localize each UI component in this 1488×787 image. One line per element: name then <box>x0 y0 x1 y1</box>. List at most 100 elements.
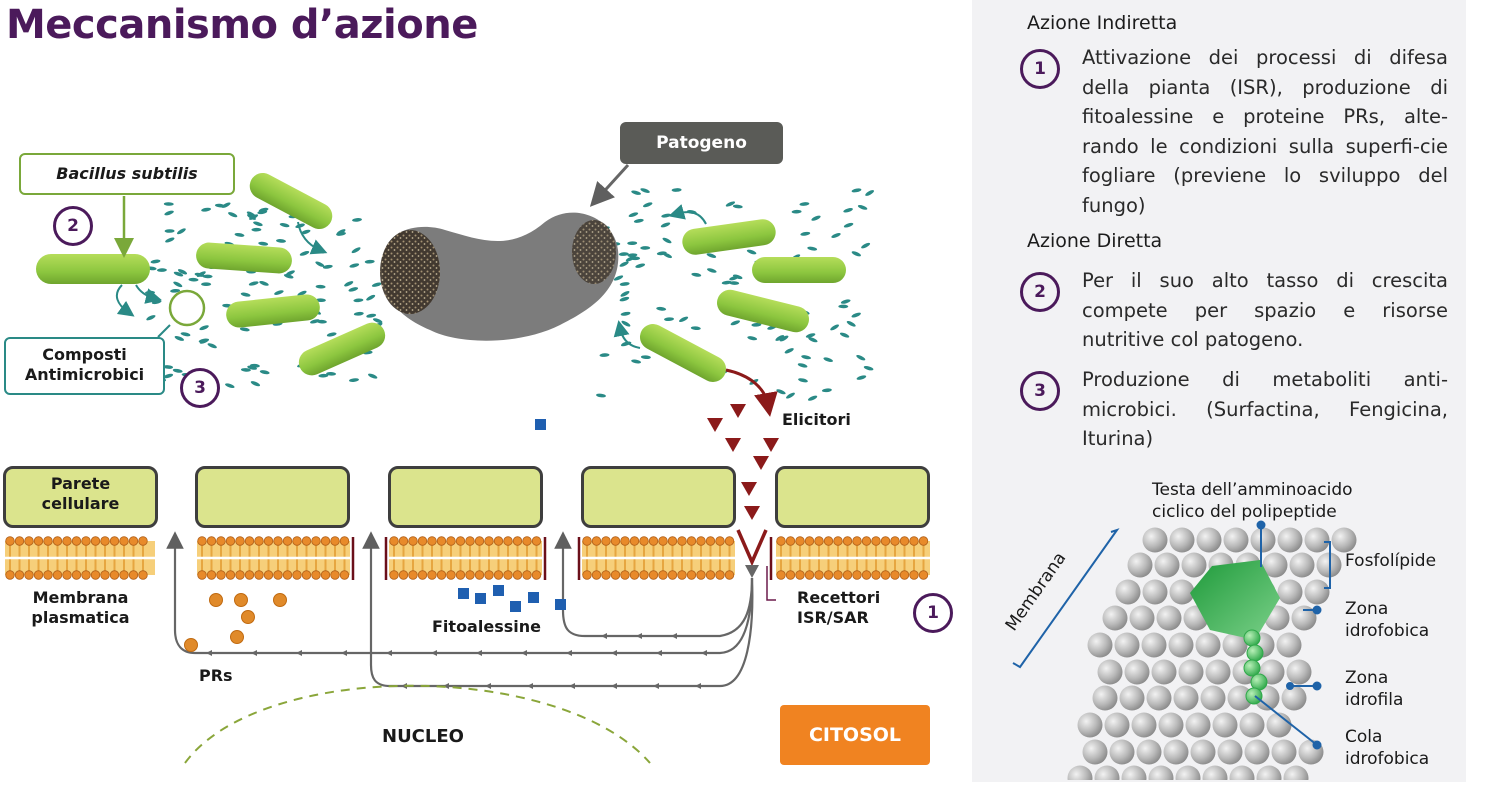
membrane-bilayer <box>776 536 930 580</box>
compound-dash <box>664 317 674 322</box>
arrow-tick <box>296 650 302 656</box>
compound-dash <box>173 271 184 277</box>
compound-dash <box>274 290 284 295</box>
pr-proteins <box>184 593 287 652</box>
compound-dash <box>348 287 359 292</box>
lipid-head <box>1227 685 1253 711</box>
bacterium <box>682 219 776 255</box>
compound-dash <box>180 332 191 337</box>
compound-dash <box>259 280 269 286</box>
compound-dash <box>691 272 702 277</box>
lipid-head <box>1127 552 1153 578</box>
arrow-tick <box>443 683 449 689</box>
lipid-head <box>1276 632 1302 658</box>
compound-dash <box>364 259 375 264</box>
membrane-bilayer <box>5 536 155 580</box>
cell-wall <box>195 466 350 528</box>
lipid-head <box>1169 527 1195 553</box>
compound-dash <box>368 373 378 379</box>
lipid-head <box>1087 632 1113 658</box>
lipid-head <box>1151 659 1177 685</box>
compound-dash <box>856 375 867 380</box>
compound-dash <box>201 282 212 287</box>
compound-dash <box>196 271 206 277</box>
compound-dash <box>746 249 757 255</box>
compound-dash <box>599 353 610 357</box>
compound-dash <box>631 190 641 195</box>
compound-dash <box>250 381 261 387</box>
cola-line1: Cola <box>1345 727 1383 747</box>
arrow-tick <box>521 650 527 656</box>
compound-dash <box>857 204 868 210</box>
compound-dash <box>721 280 732 285</box>
compound-dash <box>690 326 701 331</box>
lipid-head <box>1109 739 1135 765</box>
prs-label: PRs <box>199 666 233 685</box>
composti-callout: Composti Antimicrobici <box>4 337 165 395</box>
lipopeptide-membrane-figure: Membrana <box>1002 520 1357 780</box>
compound-dash <box>150 259 161 264</box>
lipid-head <box>1129 605 1155 631</box>
compound-dash <box>779 335 789 342</box>
nucleus-boundary <box>184 684 651 764</box>
parete-label: Parete cellulare <box>3 474 158 514</box>
compound-dash <box>851 251 861 257</box>
compound-dash <box>628 212 639 218</box>
lipid-head <box>1141 632 1167 658</box>
compound-dash <box>839 332 850 338</box>
lipid-head <box>1181 552 1207 578</box>
lipid-head <box>1271 739 1297 765</box>
lipid-head <box>1142 579 1168 605</box>
compound-dash <box>221 202 231 208</box>
lipid-head <box>1250 527 1276 553</box>
cell-wall <box>775 466 930 528</box>
compound-dash <box>671 188 682 192</box>
compound-dash <box>198 338 209 343</box>
compound-dash <box>843 222 854 228</box>
compound-dash <box>253 221 263 227</box>
compound-dash <box>619 261 629 267</box>
lipid-head <box>1195 632 1221 658</box>
lipid-head <box>1158 712 1184 738</box>
cola-idrofobica-label: Cola idrofobica <box>1345 726 1429 770</box>
compound-dash <box>800 231 811 236</box>
arrow-tick <box>671 633 677 639</box>
recettori-line2: ISR/SAR <box>797 608 869 627</box>
marker-1: 1 <box>913 593 953 633</box>
lipid-head <box>1097 659 1123 685</box>
compound-dash <box>170 288 181 293</box>
lipid-head <box>1119 685 1145 711</box>
recettori-label: Recettori ISR/SAR <box>797 588 880 628</box>
arrow-tick <box>601 633 607 639</box>
lipid-head <box>1148 765 1174 780</box>
head-label-line1: Testa dell’amminoacido <box>1152 480 1353 500</box>
arrow-tick <box>476 650 482 656</box>
lipid-head <box>1067 765 1093 780</box>
lipid-head <box>1082 739 1108 765</box>
compound-dash <box>349 263 360 268</box>
patogeno-callout: Patogeno <box>620 122 783 164</box>
compound-dash <box>225 383 235 389</box>
compound-dash <box>635 263 646 268</box>
fitoalessine-label: Fitoalessine <box>432 617 541 636</box>
lipid-head <box>1304 579 1330 605</box>
compound-dash <box>163 373 174 379</box>
compound-dash <box>151 299 162 305</box>
membrana-line1: Membrana <box>32 588 129 607</box>
lipid-head <box>1142 527 1168 553</box>
compound-dash <box>631 359 642 364</box>
compound-dash <box>207 343 217 349</box>
compound-dash <box>322 264 333 269</box>
bacillus-callout: Bacillus subtilis <box>19 153 235 195</box>
lipid-head <box>1175 765 1201 780</box>
compound-dash <box>596 393 606 398</box>
lipid-head <box>1286 659 1312 685</box>
compound-dash <box>656 306 667 311</box>
arrow-tick <box>527 683 533 689</box>
compound-dash <box>259 370 270 375</box>
compound-dash <box>620 291 630 297</box>
compound-dash <box>240 368 251 372</box>
compound-dash <box>351 247 361 254</box>
item-text: Per il suo alto tasso di crescita compet… <box>1082 269 1448 351</box>
compound-dash <box>730 320 741 326</box>
